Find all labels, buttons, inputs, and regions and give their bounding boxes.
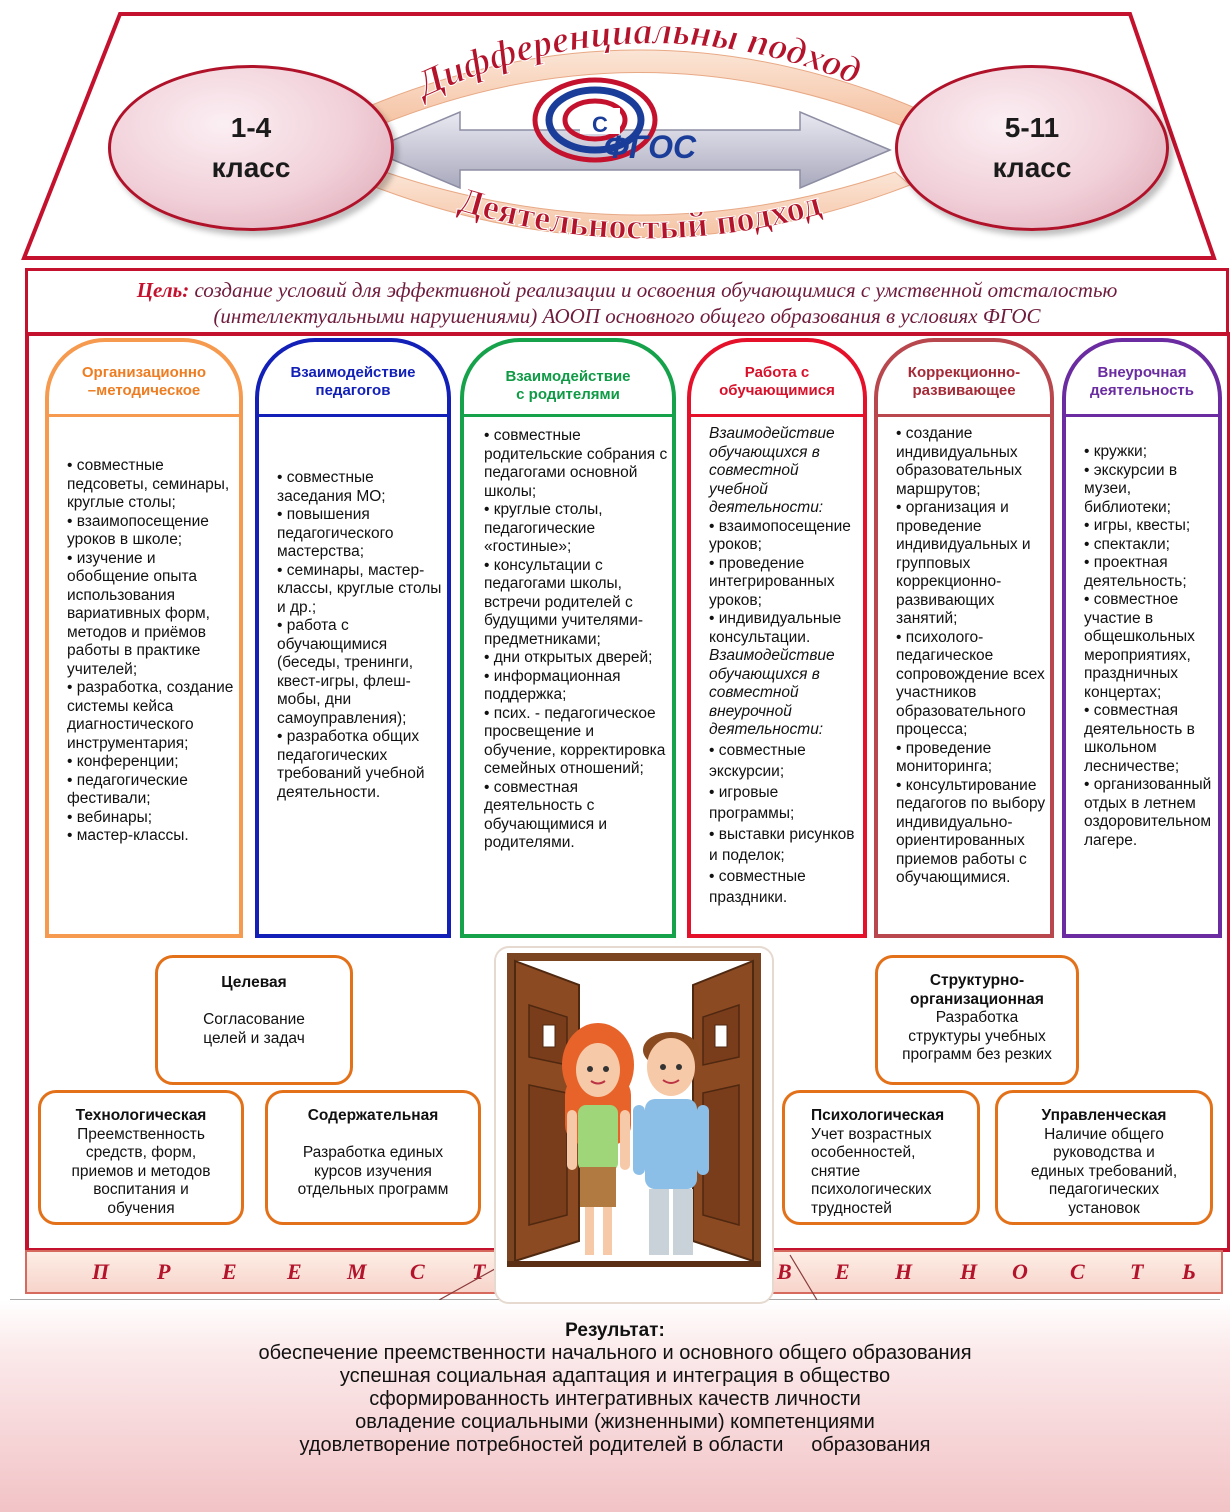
- box-structural-desc: Разработка структуры учебных программ бе…: [902, 1009, 1052, 1065]
- continuity-letter: Ь: [1182, 1259, 1196, 1284]
- continuity-letter: Р: [157, 1259, 171, 1284]
- goal-text-line2: (интеллектуальными нарушениями) АООП осн…: [213, 304, 1041, 328]
- continuity-letter: С: [410, 1259, 425, 1284]
- continuity-letter: Е: [287, 1259, 302, 1284]
- column-teachers-items: • совместные заседания МО; • повышения п…: [277, 469, 442, 801]
- box-content-desc: Разработка единых курсов изучения отдель…: [297, 1144, 449, 1198]
- box-target-desc: Согласование целей и задач: [203, 1011, 305, 1047]
- arc-band-bottom: [369, 171, 911, 238]
- result-section: Результат: обеспечение преемственности н…: [0, 1300, 1230, 1512]
- column-students-intro-1: Взаимодействие обучающихся в совместной …: [709, 425, 835, 516]
- column-organizational-items: • совместные педсоветы, семинары, круглы…: [67, 457, 234, 844]
- continuity-letter: Н: [895, 1259, 913, 1284]
- box-content: Содержательная Разработка единых курсов …: [265, 1090, 481, 1225]
- box-psychological: Психологическая Учет возрастных особенно…: [782, 1090, 980, 1225]
- continuity-letter: Е: [222, 1259, 237, 1284]
- box-technological-desc: Преемственность средств, форм, приемов и…: [71, 1125, 211, 1216]
- column-parents: Взаимодействие с родителями • совместные…: [460, 338, 676, 938]
- box-managerial-desc: Наличие общего руководства и единых треб…: [1030, 1125, 1178, 1216]
- column-organizational: Организационно –методическое • совместны…: [45, 338, 243, 938]
- result-line-2: успешная социальная адаптация и интеграц…: [339, 1365, 891, 1387]
- goal-label: Цель:: [136, 278, 190, 302]
- box-structural: Структурно- организационная Разработка с…: [875, 955, 1079, 1085]
- column-correctional-items: • создание индивидуальных образовательны…: [896, 425, 1046, 886]
- continuity-letter: Т: [1130, 1259, 1144, 1284]
- box-structural-title: Структурно- организационная: [910, 972, 1044, 1008]
- column-correctional-title: Коррекционно- развивающее: [874, 338, 1054, 414]
- boy-icon: [633, 1032, 709, 1255]
- class-5-11-ellipse: 5-11 класс: [895, 65, 1169, 231]
- continuity-letter: С: [1070, 1259, 1085, 1284]
- column-correctional: Коррекционно- развивающее • создание инд…: [874, 338, 1054, 938]
- box-managerial-title: Управленческая: [1041, 1107, 1167, 1124]
- class-1-4-ellipse: 1-4 класс: [108, 65, 394, 231]
- class-1-4-label: класс: [211, 152, 291, 183]
- continuity-letter: О: [1012, 1259, 1028, 1284]
- box-target-title: Целевая: [221, 974, 287, 991]
- result-title: Результат:: [565, 1320, 665, 1341]
- column-students-intro-2: Взаимодействие обучающихся в совместной …: [709, 647, 835, 738]
- column-teachers-title: Взаимодействие педагогов: [255, 338, 451, 414]
- box-technological-title: Технологическая: [75, 1107, 207, 1124]
- column-parents-title: Взаимодействие с родителями: [460, 338, 676, 414]
- continuity-letter: Е: [835, 1259, 850, 1284]
- column-organizational-title: Организационно –методическое: [45, 338, 243, 414]
- column-extracurricular-title: Внеурочная деятельность: [1062, 338, 1222, 414]
- box-managerial: Управленческая Наличие общего руководств…: [995, 1090, 1213, 1225]
- girl-icon: [562, 1023, 634, 1255]
- result-line-4: овладение социальными (жизненными) компе…: [355, 1411, 875, 1433]
- column-students-items-1: • взаимопосещение уроков; • проведение и…: [709, 517, 851, 646]
- continuity-letter: М: [347, 1259, 367, 1284]
- result-line-3: сформированность интегративных качеств л…: [369, 1388, 861, 1410]
- box-technological: Технологическая Преемственность средств,…: [38, 1090, 244, 1225]
- column-teachers: Взаимодействие педагогов • совместные за…: [255, 338, 451, 938]
- goal-text-line1: создание условий для эффективной реализа…: [189, 278, 1118, 302]
- continuity-letter: Н: [960, 1259, 978, 1284]
- continuity-letter: Т: [472, 1259, 486, 1284]
- svg-text:C: C: [592, 112, 608, 137]
- class-5-11-label: класс: [992, 152, 1072, 183]
- fgos-logo-text: ФГОС: [604, 129, 697, 165]
- column-students-title: Работа с обучающимися: [687, 338, 867, 414]
- result-line-5: удовлетворение потребностей родителей в …: [299, 1434, 931, 1456]
- result-line-1: обеспечение преемственности начального и…: [258, 1342, 972, 1364]
- fgos-logo-icon: C: [532, 77, 658, 163]
- column-students: Работа с обучающимися Взаимодействие обу…: [687, 338, 867, 938]
- box-target: Целевая Согласование целей и задач: [155, 955, 353, 1085]
- box-content-title: Содержательная: [307, 1107, 439, 1124]
- column-students-items-2: • совместные экскурсии; • игровые програ…: [709, 741, 855, 906]
- column-parents-items: • совместные родительские собрания с пед…: [484, 427, 668, 851]
- goal-band: Цель: создание условий для эффективной р…: [25, 268, 1229, 336]
- column-extracurricular-items: • кружки; • экскурсии в музеи, библиотек…: [1084, 443, 1212, 849]
- box-psychological-title: Психологическая: [811, 1107, 945, 1124]
- door-illustration: [494, 946, 774, 1304]
- column-extracurricular: Внеурочная деятельность • кружки; • экск…: [1062, 338, 1222, 938]
- class-1-4-number: 1-4: [230, 112, 272, 143]
- continuity-letter: П: [92, 1259, 110, 1284]
- box-psychological-desc: Учет возрастных особенностей, снятие пси…: [811, 1125, 932, 1216]
- class-5-11-number: 5-11: [1004, 112, 1060, 143]
- continuity-letter: В: [777, 1259, 792, 1284]
